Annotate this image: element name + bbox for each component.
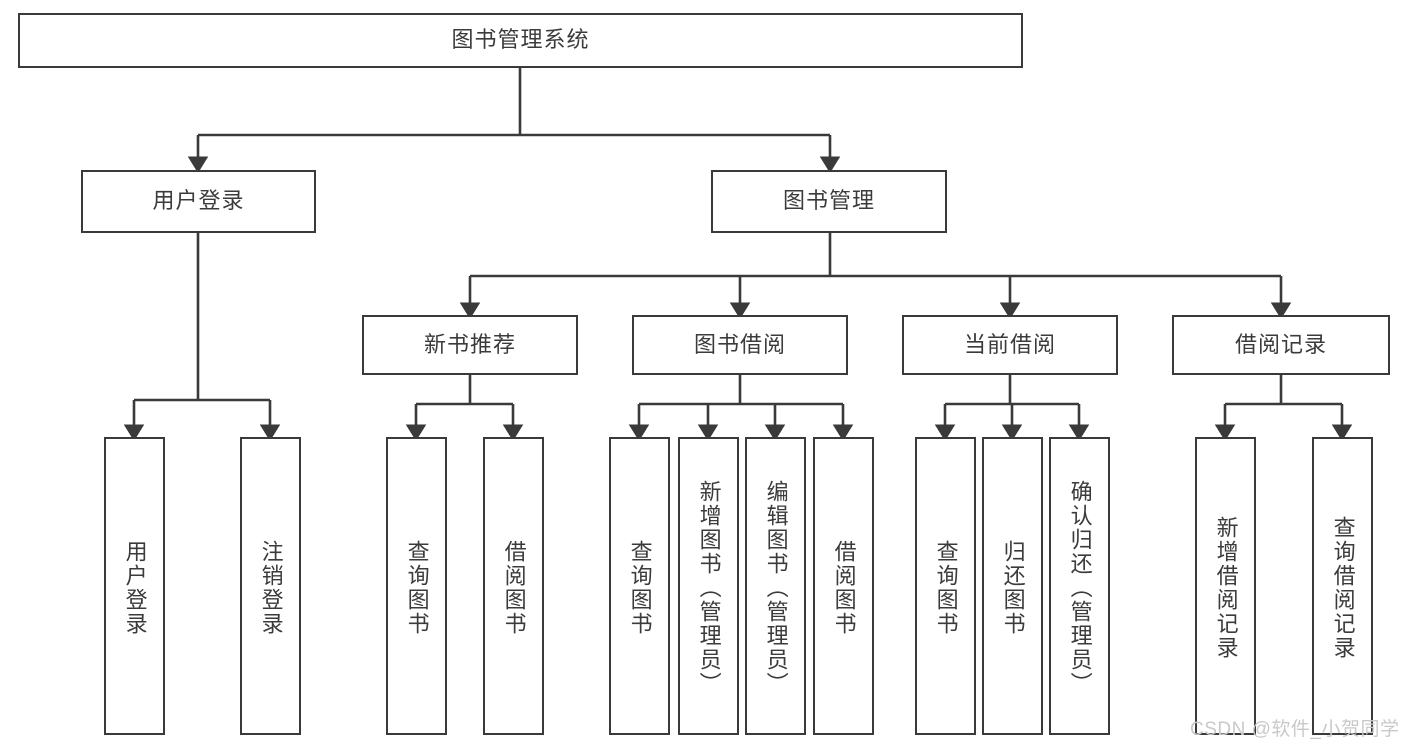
leaf-label: 查询借阅记录 [1330, 516, 1356, 660]
leaf-user-login[interactable]: 用户登录 [104, 437, 165, 735]
leaf-label: 用户登录 [122, 540, 148, 636]
node-borrow-record[interactable]: 借阅记录 [1172, 315, 1390, 375]
leaf-label: 新增图书（管理员） [696, 480, 722, 696]
node-user-login[interactable]: 用户登录 [81, 170, 316, 233]
leaf-label: 查询图书 [627, 540, 653, 636]
leaf-label: 借阅图书 [501, 540, 527, 636]
leaf-confirm-return-admin[interactable]: 确认归还（管理员） [1049, 437, 1110, 735]
leaf-logout[interactable]: 注销登录 [240, 437, 301, 735]
leaf-query-book-current[interactable]: 查询图书 [915, 437, 976, 735]
leaf-add-book-admin[interactable]: 新增图书（管理员） [678, 437, 739, 735]
node-new-book-recommend[interactable]: 新书推荐 [362, 315, 578, 375]
leaf-label: 确认归还（管理员） [1067, 480, 1093, 696]
leaf-label: 新增借阅记录 [1213, 516, 1239, 660]
leaf-label: 归还图书 [1000, 540, 1026, 636]
leaf-query-book-borrow[interactable]: 查询图书 [609, 437, 670, 735]
node-book-management[interactable]: 图书管理 [711, 170, 947, 233]
leaf-label: 编辑图书（管理员） [763, 480, 789, 696]
leaf-query-borrow-record[interactable]: 查询借阅记录 [1312, 437, 1373, 735]
csdn-watermark: CSDN @软件_小贺同学 [1190, 719, 1400, 740]
node-root[interactable]: 图书管理系统 [18, 13, 1023, 68]
node-book-borrow[interactable]: 图书借阅 [632, 315, 848, 375]
leaf-return-book[interactable]: 归还图书 [982, 437, 1043, 735]
leaf-label: 查询图书 [404, 540, 430, 636]
leaf-borrow-book[interactable]: 借阅图书 [813, 437, 874, 735]
leaf-query-book-recommend[interactable]: 查询图书 [386, 437, 447, 735]
leaf-add-borrow-record[interactable]: 新增借阅记录 [1195, 437, 1256, 735]
leaf-label: 查询图书 [933, 540, 959, 636]
leaf-edit-book-admin[interactable]: 编辑图书（管理员） [745, 437, 806, 735]
leaf-borrow-book-recommend[interactable]: 借阅图书 [483, 437, 544, 735]
node-current-borrow[interactable]: 当前借阅 [902, 315, 1118, 375]
leaf-label: 借阅图书 [831, 540, 857, 636]
leaf-label: 注销登录 [258, 540, 284, 636]
